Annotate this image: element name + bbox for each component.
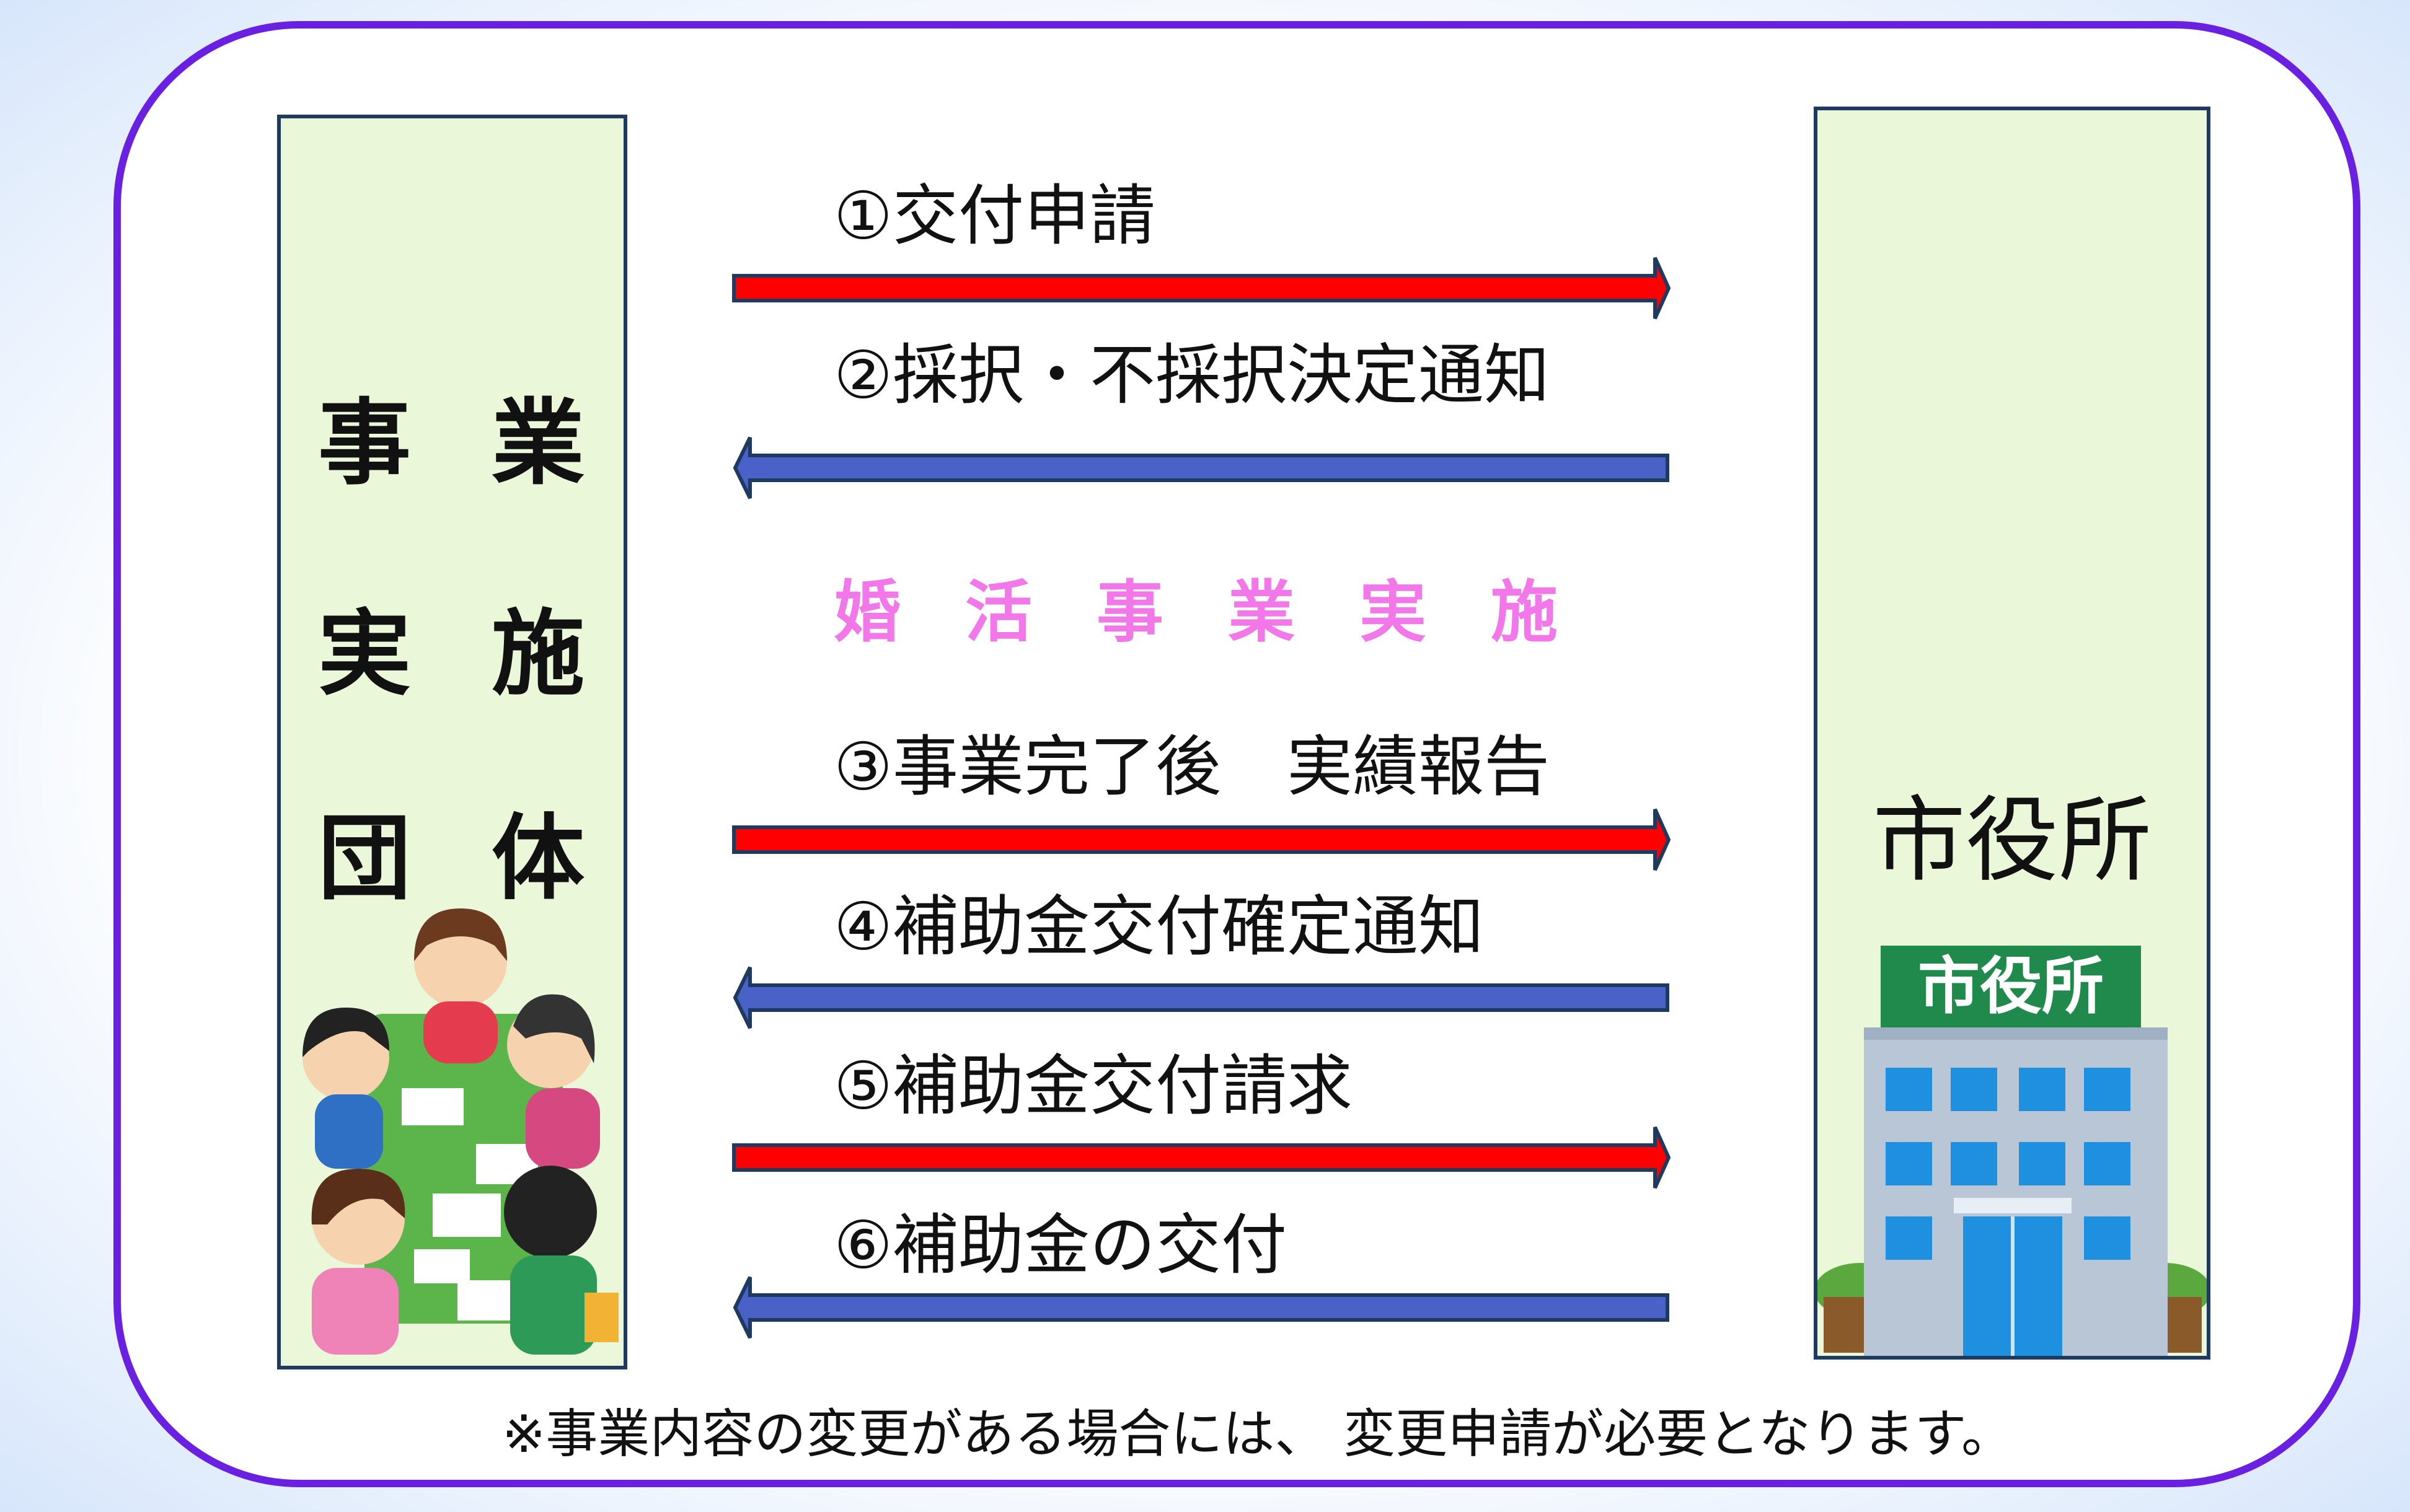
left-entity-char: 業 xyxy=(491,390,585,498)
step-5-label: ⑤補助金交付請求 xyxy=(834,1048,1353,1124)
step-3-label: ③事業完了後 実績報告 xyxy=(834,729,1550,805)
right-entity-title: 市役所 xyxy=(1872,787,2152,895)
step-6-arrow xyxy=(733,1276,1669,1339)
activity-label: 婚活事業実施 xyxy=(834,579,1565,651)
arrow-shape xyxy=(732,257,1671,320)
arrow-shape xyxy=(733,966,1669,1029)
step-1-label: ①交付申請 xyxy=(834,178,1156,254)
step-2-label: ②採択・不採択決定通知 xyxy=(834,337,1550,413)
city-hall-sign-text: 市役所 xyxy=(1918,950,2104,1022)
meeting-people-icon xyxy=(302,908,619,1355)
arrow-shape xyxy=(732,1126,1671,1189)
left-entity-panel: 事 業 実 施 団 体 xyxy=(277,115,627,1369)
step-2-arrow xyxy=(733,436,1669,499)
activity-char: 業 xyxy=(1228,574,1295,651)
footnote: ※事業内容の変更がある場合には、 変更申請が必要となります。 xyxy=(502,1404,2014,1464)
step-4-label: ④補助金交付確定通知 xyxy=(834,889,1485,965)
right-entity-panel: 市役所 市役所 xyxy=(1814,107,2210,1360)
step-4-arrow xyxy=(733,966,1669,1029)
step-1-arrow xyxy=(732,257,1671,320)
left-entity-char: 団 xyxy=(317,805,411,913)
activity-char: 事 xyxy=(1097,574,1164,651)
activity-char: 活 xyxy=(965,574,1033,651)
activity-char: 施 xyxy=(1491,574,1558,651)
activity-char: 婚 xyxy=(834,574,901,651)
left-entity-char: 体 xyxy=(491,805,585,913)
step-3-arrow xyxy=(732,808,1671,871)
activity-char: 実 xyxy=(1359,574,1427,651)
arrow-shape xyxy=(733,1276,1669,1339)
left-entity-char: 事 xyxy=(317,390,411,498)
left-entity-char: 施 xyxy=(491,600,585,708)
step-5-arrow xyxy=(732,1126,1671,1189)
arrow-shape xyxy=(732,808,1671,871)
left-entity-char: 実 xyxy=(317,600,411,708)
step-6-label: ⑥補助金の交付 xyxy=(834,1207,1287,1283)
city-hall-sign: 市役所 xyxy=(1881,946,2141,1027)
arrow-shape xyxy=(733,436,1669,499)
city-hall-building-icon xyxy=(1817,1027,2207,1356)
